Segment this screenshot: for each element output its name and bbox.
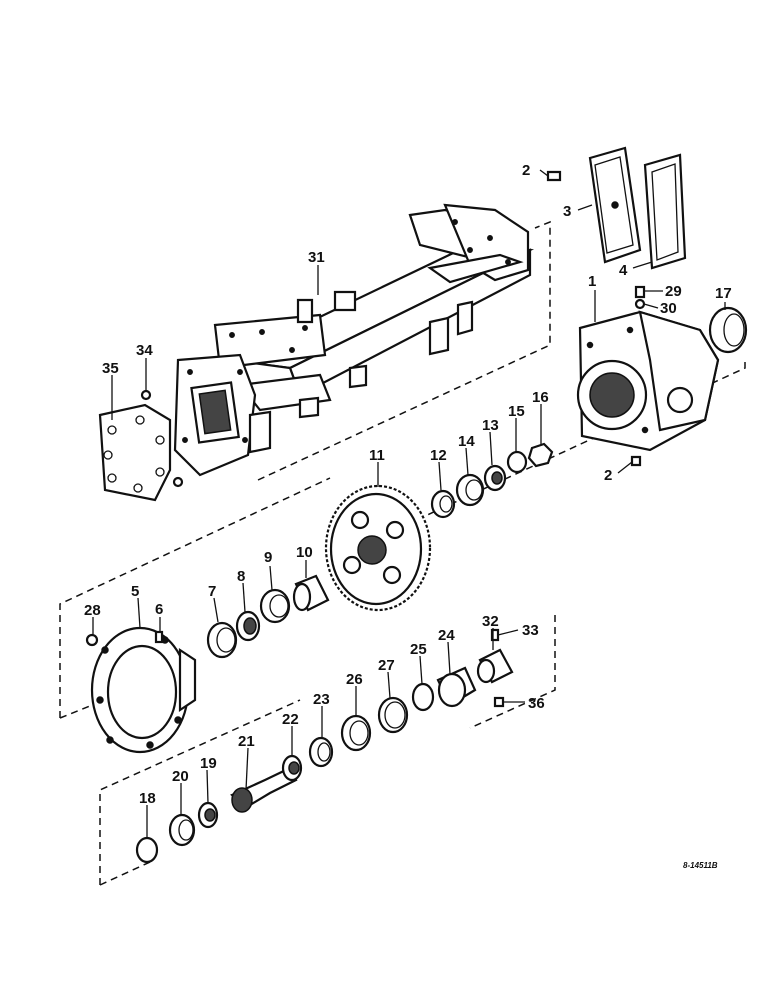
callout-15: 15 [508, 403, 525, 420]
spacer-part-10 [292, 574, 330, 612]
o-ring-part-25 [411, 682, 435, 712]
callout-34: 34 [136, 342, 153, 359]
bearing-cone-part-13 [483, 464, 507, 492]
callout-19: 19 [200, 755, 217, 772]
callout-30: 30 [660, 300, 677, 317]
callout-6: 6 [155, 601, 163, 618]
hub-part-5 [90, 626, 197, 754]
retainer-part-24 [436, 666, 477, 708]
screw-part-29-30 [634, 285, 646, 310]
callout-16: 16 [532, 389, 549, 406]
leader-lines [92, 169, 726, 838]
bearing-cone-part-22 [281, 754, 303, 782]
bearing-cup-part-23 [308, 736, 334, 768]
plug-part-36 [493, 696, 505, 708]
callout-33: 33 [522, 622, 539, 639]
screw-part-2-top [546, 170, 562, 182]
callout-7: 7 [208, 583, 216, 600]
callout-4: 4 [619, 262, 628, 279]
axle-frame-part-31 [173, 203, 535, 477]
screw-part-2-bottom [630, 455, 642, 467]
callout-25: 25 [410, 641, 427, 658]
callout-17: 17 [715, 285, 732, 302]
large-gear-part-11 [324, 484, 432, 612]
bearing-cup-part-12 [430, 489, 456, 519]
callout-27: 27 [378, 657, 395, 674]
bearing-cup-part-20 [168, 813, 196, 847]
callout-9: 9 [264, 549, 272, 566]
callout-10: 10 [296, 544, 313, 561]
callout-31: 31 [308, 249, 325, 266]
callout-18: 18 [139, 790, 156, 807]
bearing-cone-part-19 [197, 801, 219, 829]
callout-14: 14 [458, 433, 475, 450]
callout-32: 32 [482, 613, 499, 630]
callout-21: 21 [238, 733, 255, 750]
callout-13: 13 [482, 417, 499, 434]
callout-29: 29 [665, 283, 682, 300]
bolt-part-6 [154, 630, 164, 644]
callout-12: 12 [430, 447, 447, 464]
bearing-cup-part-7 [206, 621, 238, 659]
bearing-cup-part-14 [455, 473, 485, 507]
callout-3: 3 [563, 203, 571, 220]
bearing-cone-part-8 [235, 610, 261, 642]
callout-2-bottom: 2 [604, 467, 612, 484]
gasket-plate-part-35 [98, 403, 172, 502]
sleeve-part-32 [476, 648, 514, 684]
plug-part-17 [708, 306, 748, 354]
plug-part-18 [135, 836, 159, 864]
callout-5: 5 [131, 583, 139, 600]
bearing-cup-part-9 [259, 588, 291, 624]
drawing-code: 8-14511B [683, 861, 718, 870]
callout-2-top: 2 [522, 162, 530, 179]
callout-35: 35 [102, 360, 119, 377]
callout-36: 36 [528, 695, 545, 712]
callout-22: 22 [282, 711, 299, 728]
cover-part-3 [588, 146, 642, 264]
gear-housing-part-1 [576, 310, 720, 452]
callout-11: 11 [369, 447, 385, 464]
gasket-part-4 [643, 153, 687, 270]
pinion-shaft-part-21 [230, 766, 298, 813]
callout-20: 20 [172, 768, 189, 785]
callout-24: 24 [438, 627, 455, 644]
callout-26: 26 [346, 671, 363, 688]
callout-8: 8 [237, 568, 245, 585]
callout-1: 1 [588, 273, 596, 290]
nut-part-28 [85, 633, 99, 647]
seal-part-26 [340, 714, 372, 752]
callout-23: 23 [313, 691, 330, 708]
callout-28: 28 [84, 602, 101, 619]
gasket-part-27 [377, 696, 409, 734]
washer-part-15 [506, 450, 528, 474]
nut-part-34 [140, 389, 184, 488]
callout-labels: 1 2 2 3 4 5 6 7 8 9 10 11 12 13 14 15 16… [84, 162, 732, 870]
nut-part-16 [527, 442, 554, 468]
